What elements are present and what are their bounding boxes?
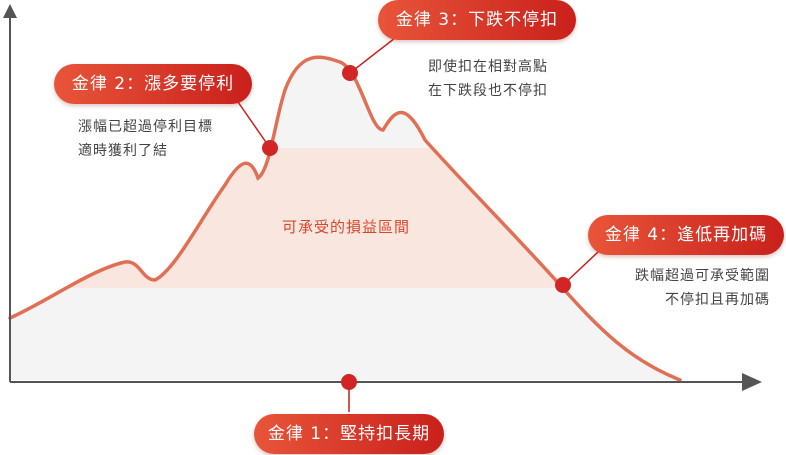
rule4-marker [555,277,571,293]
rule1-marker [341,374,357,390]
rule4-desc-line-2: 不停扣且再加碼 [665,292,770,308]
rule3-connector [349,37,396,74]
rule3-desc-line-2: 在下跌段也不停扣 [428,83,548,99]
rule4-desc-line-1: 跌幅超過可承受範圍 [635,268,770,284]
rule3-desc-line-1: 即使扣在相對高點 [428,59,548,75]
price-curve [8,55,682,382]
rule1-pill: 金律 1：堅持扣長期 [254,414,444,454]
y-axis-arrow [3,4,17,18]
rule2-desc-line-1: 漲幅已超過停利目標 [78,119,213,135]
rule2-description: 漲幅已超過停利目標 適時獲利了結 [78,115,213,163]
rule2-marker [262,140,278,156]
tolerable-zone-label: 可承受的損益區間 [282,218,411,236]
rule3-description: 即使扣在相對高點 在下跌段也不停扣 [428,55,548,103]
rule4-connector [562,251,599,286]
x-axis-arrow [742,373,762,391]
rule3-pill: 金律 3：下跌不停扣 [378,0,576,40]
rule2-desc-line-2: 適時獲利了結 [78,143,168,159]
rule2-connector [237,101,271,149]
rule4-pill: 金律 4：逢低再加碼 [588,215,784,255]
rule4-description: 跌幅超過可承受範圍 不停扣且再加碼 [635,264,770,312]
rule2-pill: 金律 2：漲多要停利 [54,64,252,104]
rule3-marker [342,65,358,81]
